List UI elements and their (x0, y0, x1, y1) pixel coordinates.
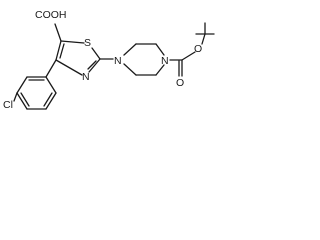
bond-n3-c4 (55, 59, 83, 76)
bond-c-oester (181, 51, 196, 61)
bond-ph-inner-2 (20, 92, 30, 107)
atom-carbonyl-o: O (176, 77, 184, 89)
atom-piperazine-n1: N (114, 55, 122, 67)
structure-canvas: COOH S N N N O O Cl (0, 0, 218, 121)
bond-ph-5 (45, 92, 57, 110)
bond-c4-c5-inner (59, 43, 65, 59)
bond-ph-inner-3 (43, 92, 53, 107)
atom-chloro: Cl (3, 99, 13, 111)
bond-ph-2 (16, 76, 28, 94)
bond-oester-tbu (201, 33, 206, 45)
bond-pip-4 (155, 64, 165, 76)
molecule-drawing: COOH S N N N O O Cl (3, 9, 215, 111)
bond-s-c2 (91, 47, 101, 60)
atom-thiazole-n: N (82, 71, 90, 83)
bond-pip-1 (123, 43, 137, 56)
atom-cooh: COOH (35, 9, 67, 21)
atom-thiazole-s: S (84, 37, 91, 49)
bond-c2-n3-inner (87, 60, 97, 70)
bond-c5-c4 (55, 40, 62, 61)
atom-piperazine-n4: N (161, 55, 169, 67)
bonds (13, 22, 215, 110)
bond-pip-3 (155, 43, 165, 56)
bond-ph-3 (16, 92, 28, 110)
atom-ester-o: O (194, 43, 202, 55)
bond-ph-cl (13, 92, 18, 102)
atom-labels: COOH S N N N O O Cl (3, 9, 202, 111)
bond-ph-6 (45, 76, 57, 94)
bond-cooh-c5 (54, 23, 62, 42)
bond-c5-s (60, 40, 85, 44)
bond-c2-n3 (88, 58, 101, 73)
bond-c4-ph (45, 59, 57, 78)
bond-pip-6 (123, 63, 137, 76)
